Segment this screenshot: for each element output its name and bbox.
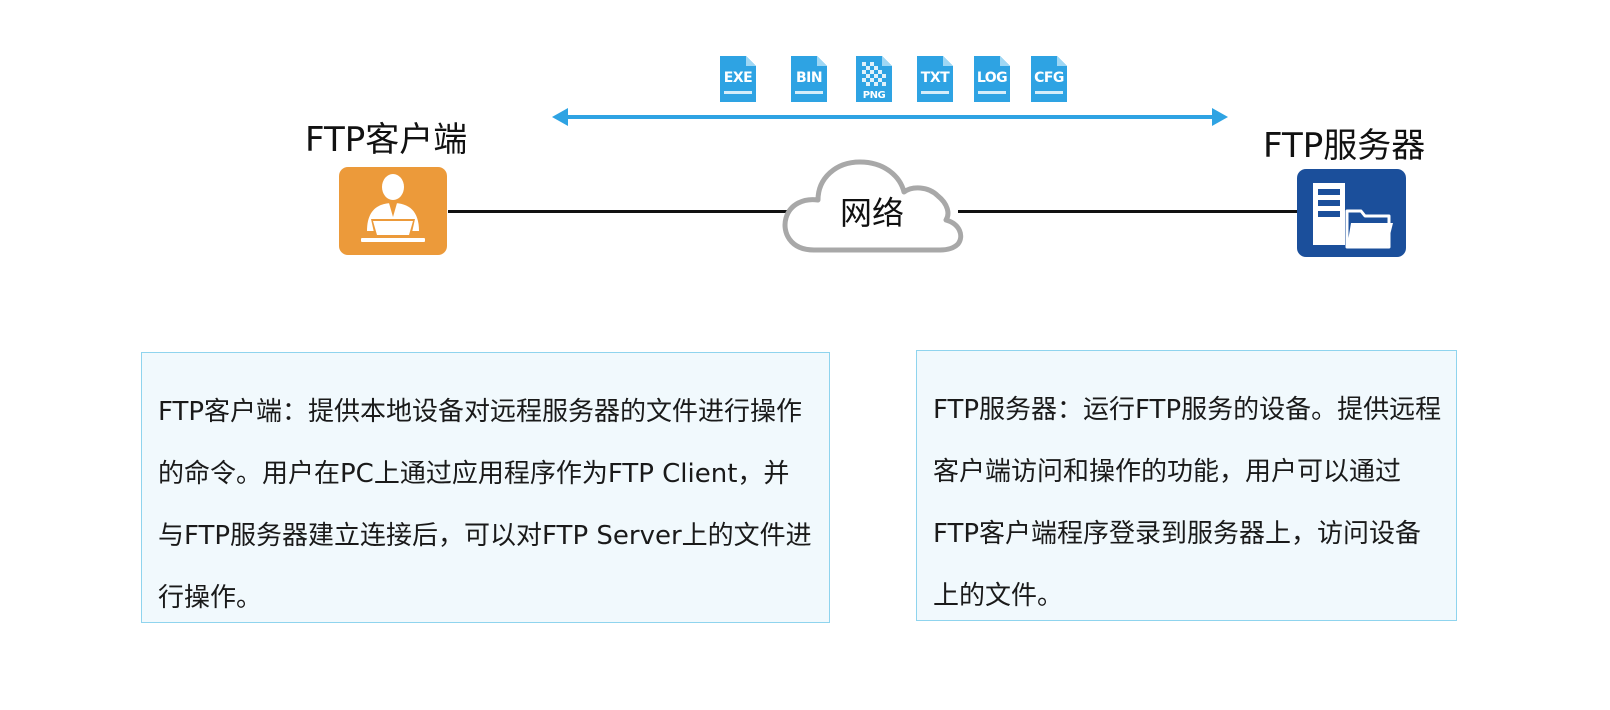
file-ext-label: TXT: [920, 70, 950, 86]
file-ext-label: LOG: [976, 70, 1008, 86]
server-folder-icon: [1313, 183, 1393, 249]
connection-line-left: [448, 210, 788, 213]
file-ext-label: BIN: [795, 70, 823, 86]
server-description-box: FTP服务器：运行FTP服务的设备。提供远程客户端访问和操作的功能，用户可以通过…: [916, 350, 1457, 621]
log-file-icon: LOG: [971, 54, 1013, 104]
file-ext-label: EXE: [723, 70, 753, 86]
client-description-box: FTP客户端：提供本地设备对远程服务器的文件进行操作的命令。用户在PC上通过应用…: [141, 352, 830, 623]
cfg-file-icon: CFG: [1028, 54, 1070, 104]
file-ext-label: PNG: [862, 90, 886, 101]
png-file-icon: PNG: [853, 54, 895, 104]
client-description-text: FTP客户端：提供本地设备对远程服务器的文件进行操作的命令。用户在PC上通过应用…: [158, 397, 812, 613]
network-label: 网络: [839, 194, 904, 232]
bin-file-icon: BIN: [788, 54, 830, 104]
cloud-icon: [782, 159, 964, 253]
txt-file-icon: TXT: [914, 54, 956, 104]
server-title: FTP服务器: [1263, 126, 1426, 166]
user-laptop-icon: [361, 174, 425, 242]
server-description-text: FTP服务器：运行FTP服务的设备。提供远程客户端访问和操作的功能，用户可以通过…: [933, 395, 1442, 611]
connection-line-right: [958, 210, 1298, 213]
server-node: [1297, 169, 1406, 257]
exe-file-icon: EXE: [717, 54, 759, 104]
client-node: [339, 167, 447, 255]
client-title: FTP客户端: [305, 120, 468, 160]
file-ext-label: CFG: [1034, 70, 1064, 86]
double-arrow-icon: [552, 108, 1228, 126]
